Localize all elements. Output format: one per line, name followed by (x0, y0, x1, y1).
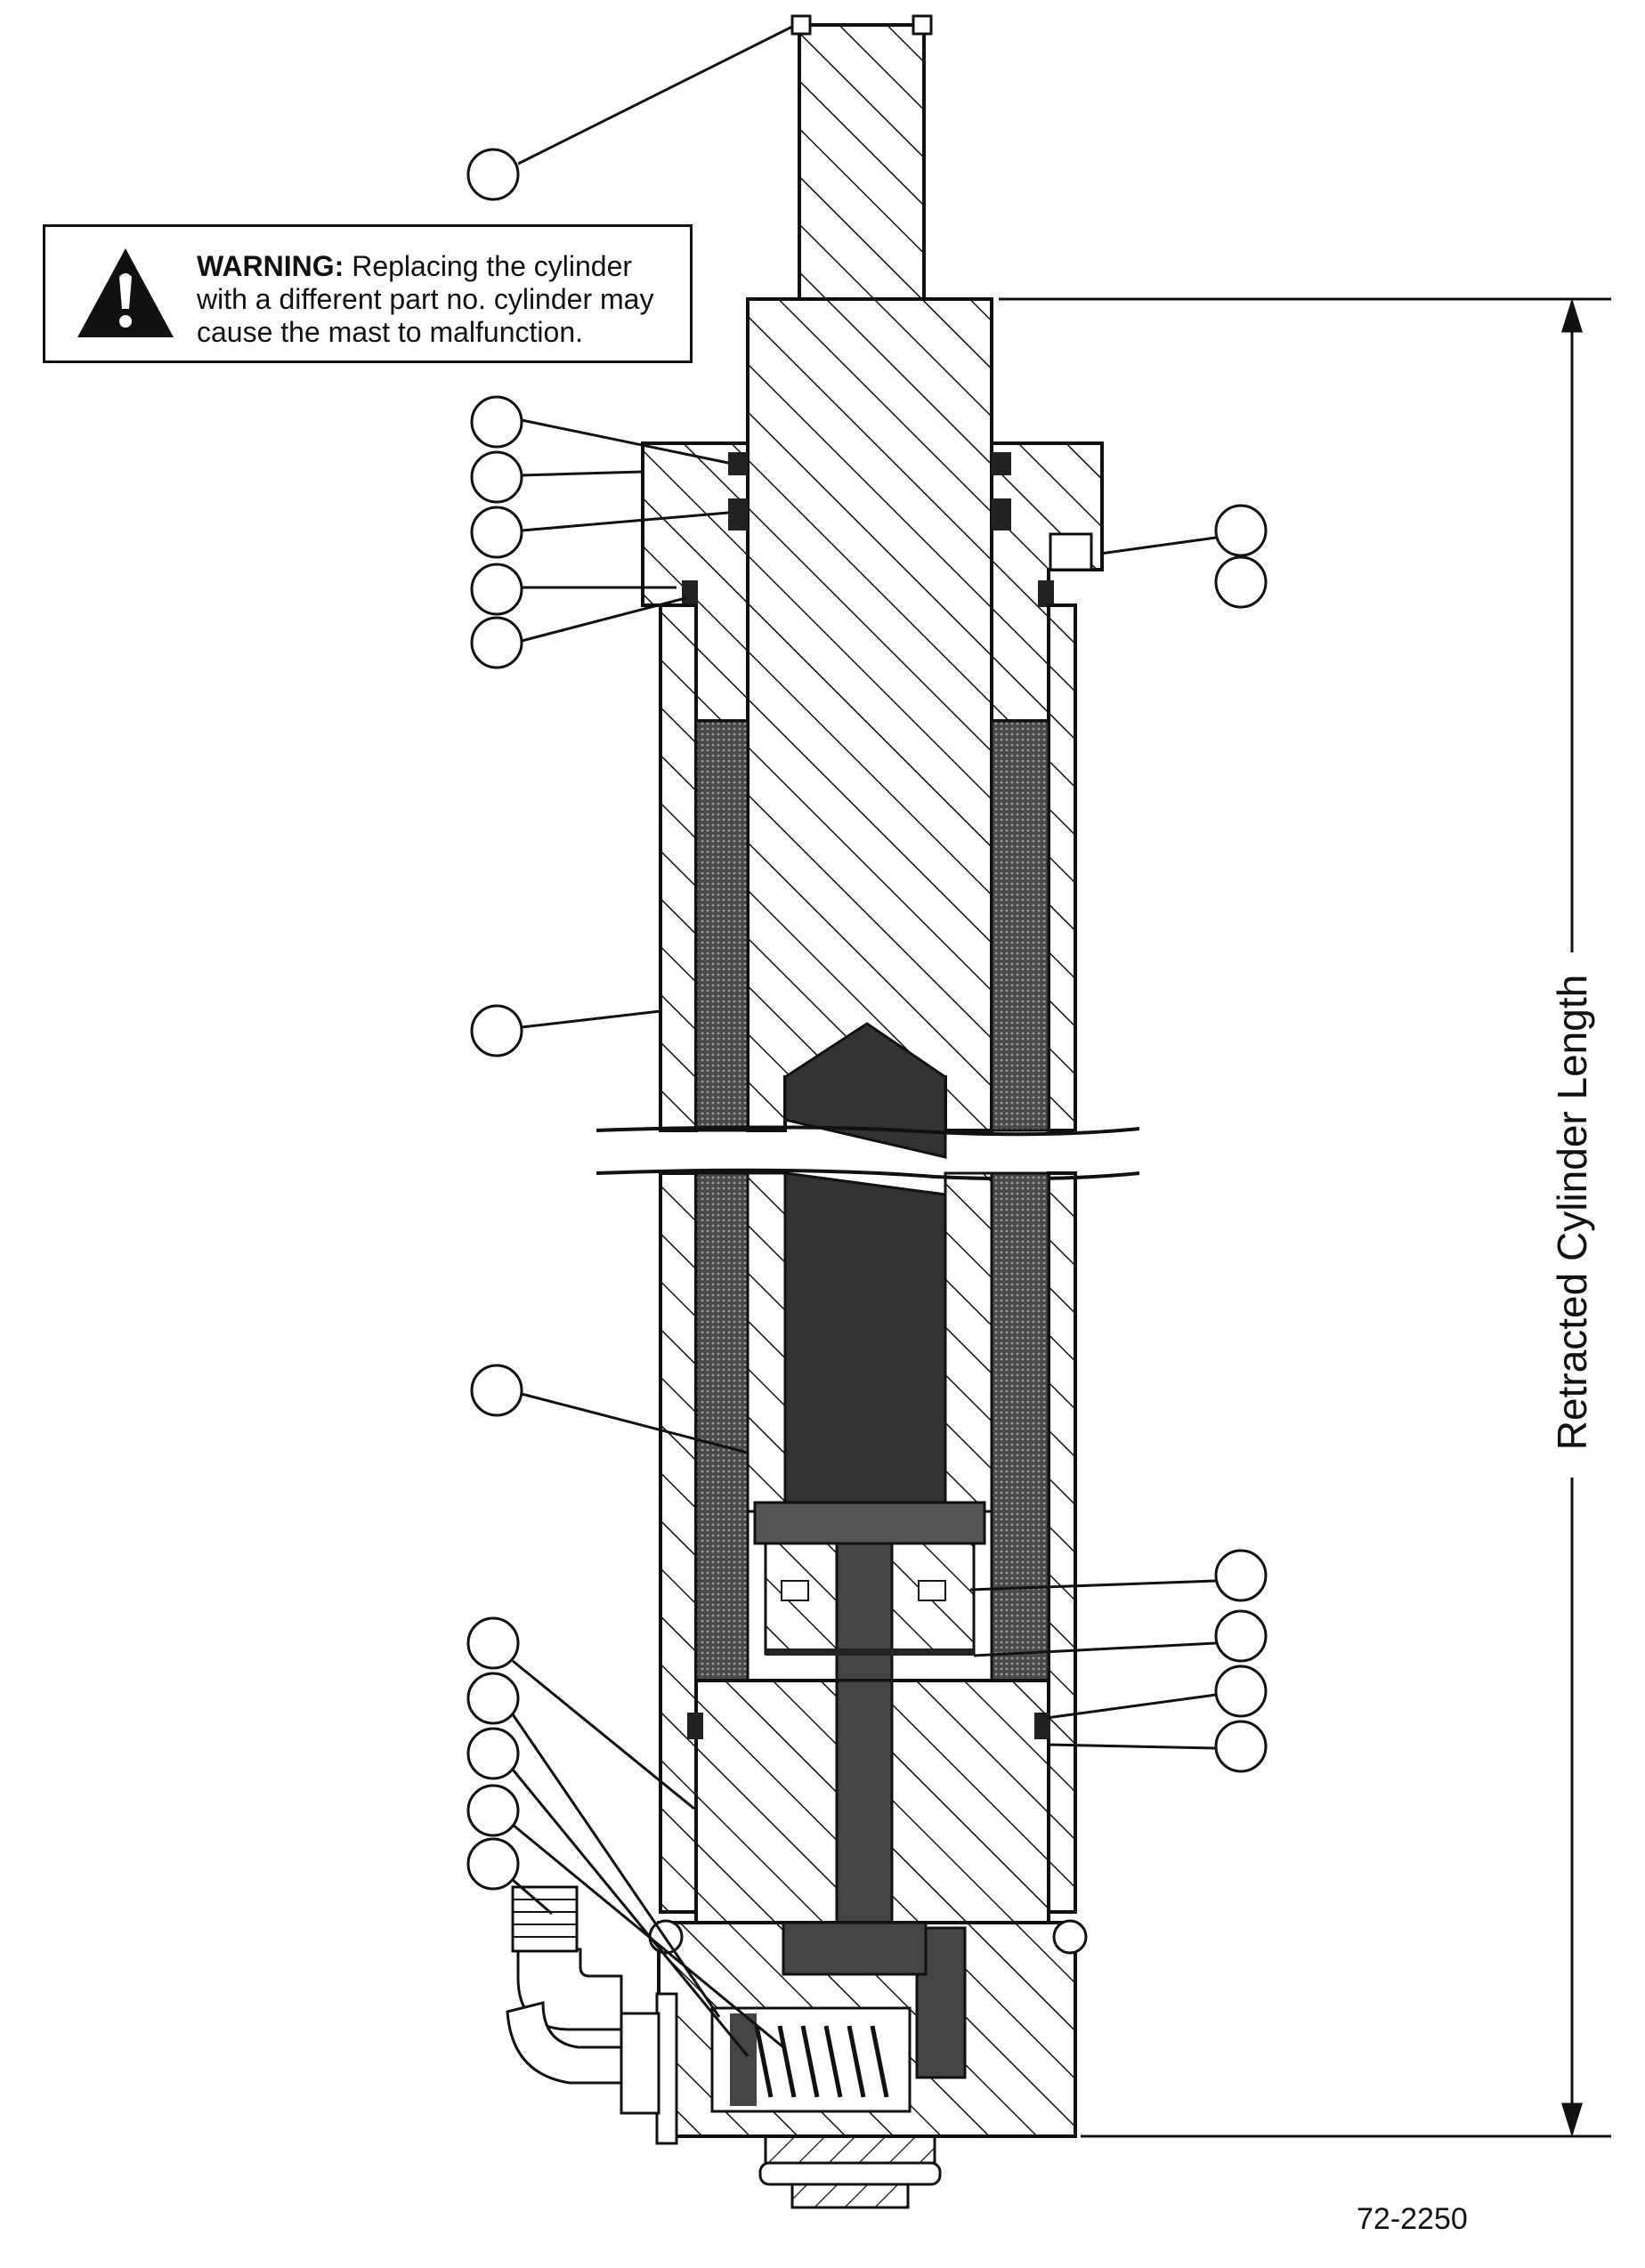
rod-plug (783, 1022, 947, 1159)
check-valve (710, 2006, 912, 2113)
callout-balloon (470, 450, 523, 504)
callout-balloon (466, 1727, 520, 1780)
warning-box: WARNING: Replacing the cylinder with a d… (43, 224, 693, 363)
callout-balloon (470, 1364, 523, 1417)
warning-triangle-icon (77, 248, 174, 337)
callout-balloon (466, 1672, 520, 1725)
callout-balloon (470, 1004, 523, 1057)
cylinder-barrel-lower (659, 1171, 1077, 1914)
warning-text: WARNING: Replacing the cylinder with a d… (197, 250, 685, 349)
piston-rod (746, 297, 993, 1159)
leader-lines (511, 25, 1217, 2057)
callout-balloon (466, 1616, 520, 1670)
callout-balloon (470, 395, 523, 449)
rod-end (790, 14, 933, 301)
bottom-mount (758, 2134, 942, 2209)
callout-balloon (466, 1837, 520, 1891)
elbow-fitting (506, 1885, 678, 2145)
callout-balloon (470, 616, 523, 669)
retracted-length-dimension (999, 297, 1611, 2138)
callout-balloon (1214, 1665, 1268, 1718)
callout-balloon (1214, 1549, 1268, 1602)
cylinder-barrel-upper (659, 603, 1077, 1132)
callout-balloon (1214, 555, 1268, 609)
callout-balloon (1214, 1720, 1268, 1773)
callout-balloon (1214, 504, 1268, 557)
callout-balloon (466, 148, 520, 201)
callout-balloon (466, 1784, 520, 1837)
warning-message: Replacing the cylinder with a different … (197, 250, 654, 348)
dimension-label: Retracted Cylinder Length (1549, 974, 1595, 1451)
callout-balloon (470, 506, 523, 559)
figure-number: 72-2250 (1357, 2202, 1468, 2236)
plunger (783, 1171, 947, 1504)
warning-lead: WARNING: (197, 250, 344, 282)
callout-balloon (1214, 1609, 1268, 1663)
callouts (466, 148, 1268, 1891)
callout-balloon (470, 563, 523, 616)
